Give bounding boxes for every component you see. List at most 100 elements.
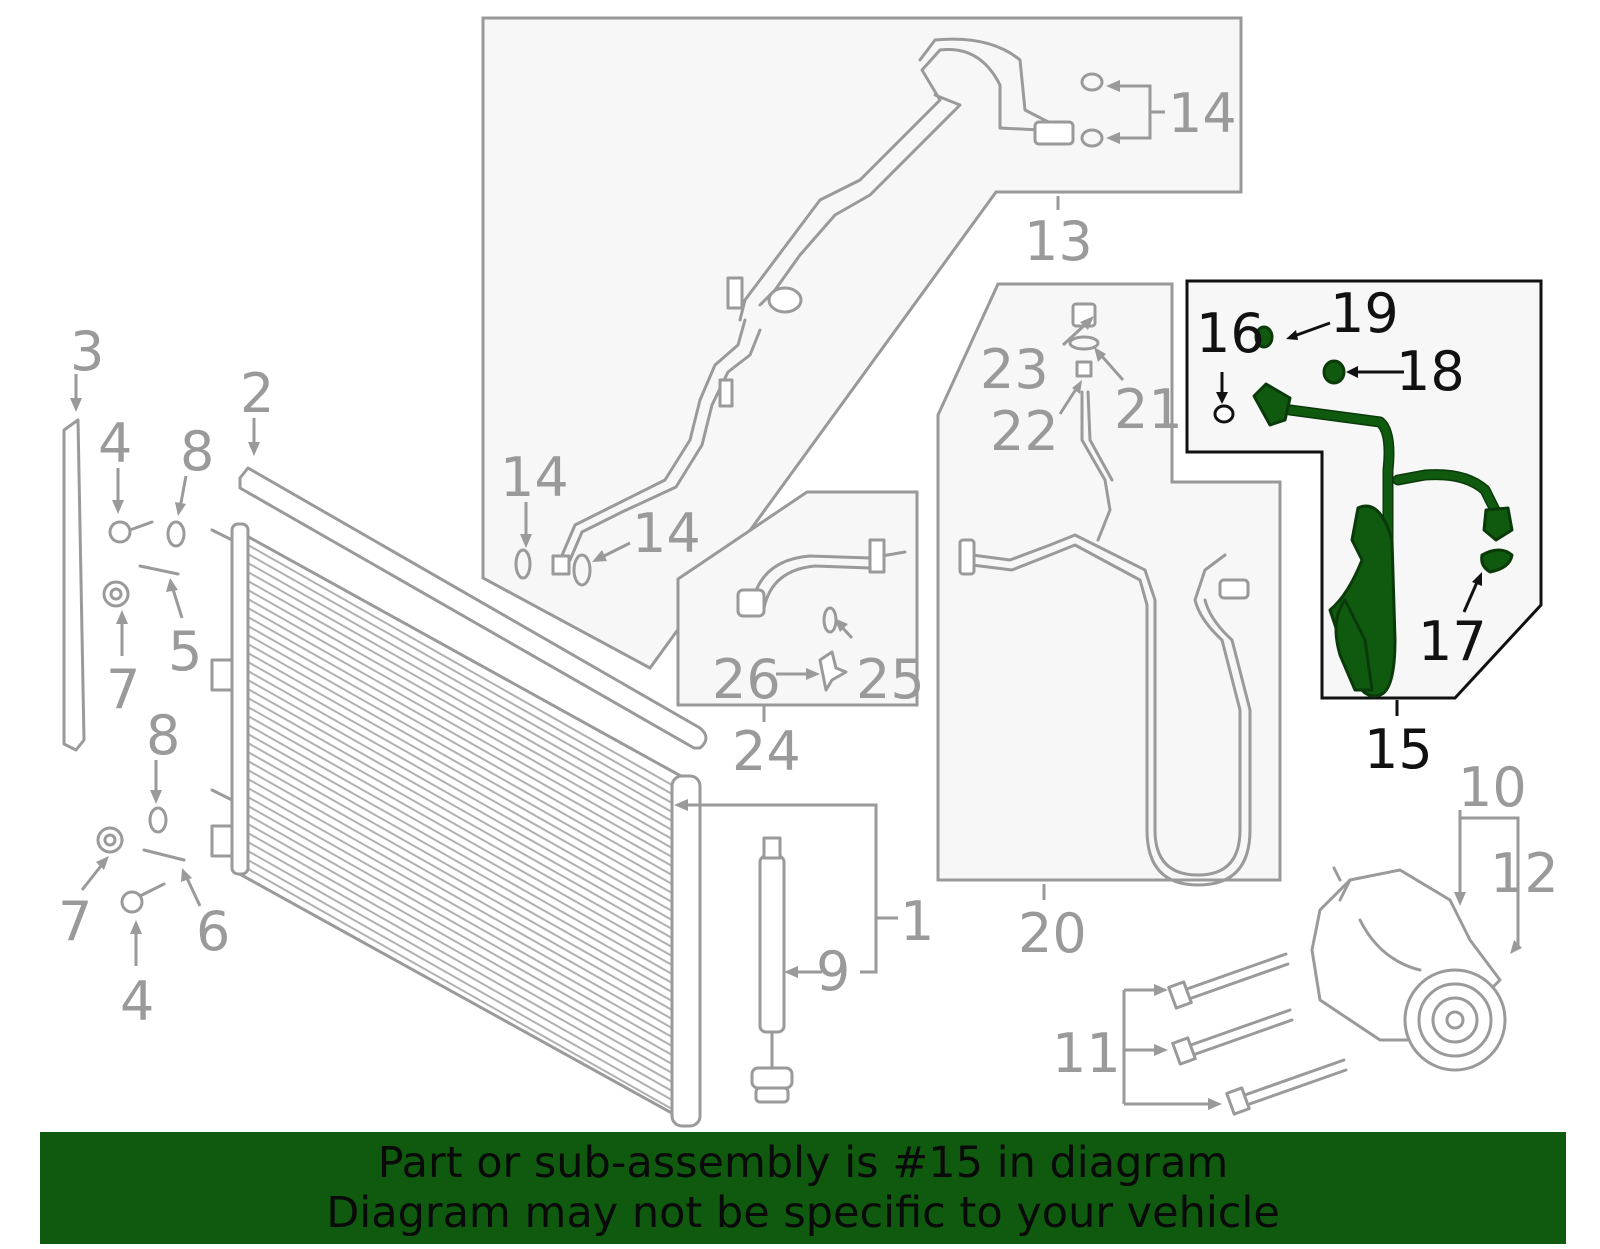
o-ring-8-lower [148,806,168,834]
condenser-fin [247,760,673,1002]
callout-23: 23 [980,338,1049,401]
callout-8-lower: 8 [146,704,180,767]
banner-line-1: Part or sub-assembly is #15 in diagram [377,1138,1229,1188]
callout-15: 15 [1364,718,1433,781]
callout-2: 2 [240,362,274,425]
condenser-fin [247,544,673,786]
condenser-fin [247,553,673,795]
o-ring-8-upper [166,520,186,548]
callout-4-upper: 4 [98,412,132,475]
o-ring-14-b [1080,128,1104,148]
callout-13: 13 [1024,210,1093,273]
condenser-fin [247,832,673,1074]
callout-5: 5 [168,620,202,683]
o-ring-14-a [1080,72,1104,92]
valve-core-22 [1075,360,1093,378]
condenser-fin [247,634,673,876]
o-ring-14-d [572,553,592,587]
callout-8-upper: 8 [180,420,214,483]
condenser-fin [247,589,673,831]
seal-21 [1068,335,1100,351]
callout-14-upper: 14 [1168,82,1237,145]
part-13-ac-line [551,37,1075,576]
condenser-fin [247,643,673,885]
callout-3: 3 [70,320,104,383]
callout-12: 12 [1490,842,1559,905]
condenser-fin [247,562,673,804]
condenser-fin [247,715,673,957]
group-box-24 [676,490,919,707]
condenser-fin [247,778,673,1020]
part-24-fitting-line [736,538,907,618]
cap-19 [1254,325,1274,349]
condenser-fin [247,616,673,858]
o-ring-14-c [514,548,532,580]
info-banner: Part or sub-assembly is #15 in diagram D… [40,1132,1566,1244]
part-20-ac-line [958,302,1252,887]
callout-22: 22 [990,400,1059,463]
condenser-fin [247,607,673,849]
banner-line-2: Diagram may not be specific to your vehi… [326,1188,1280,1238]
receiver-drier-9 [750,836,794,1104]
nut-7-lower [96,826,124,854]
condenser-fin [247,571,673,813]
callout-18: 18 [1396,340,1465,403]
callout-16: 16 [1196,302,1265,365]
callout-1: 1 [900,890,934,953]
bolts-11 [1167,952,1348,1116]
pin-6 [142,848,186,862]
side-seal-3 [62,418,86,752]
callout-7-lower: 7 [58,890,92,953]
callout-14-left: 14 [500,446,569,509]
valve-26 [818,650,848,692]
group-box-20 [936,282,1282,882]
condenser-fin [247,679,673,921]
callout-20: 20 [1018,902,1087,965]
condenser-fin [247,868,673,1110]
cap-18 [1322,359,1346,385]
bolt-4-lower [120,882,166,914]
callout-25: 25 [856,648,925,711]
condenser-fin [247,661,673,903]
condenser-fin [247,850,673,1092]
nut-7-upper [102,580,130,608]
condenser-fin [247,805,673,1047]
group-box-15-highlighted [1185,279,1543,700]
condenser-fin [247,814,673,1056]
callout-17: 17 [1418,610,1487,673]
condenser-fin [247,796,673,1038]
condenser-fin [247,823,673,1065]
condenser-fin [247,742,673,984]
condenser-fin [247,688,673,930]
pin-5 [138,564,180,576]
callout-19: 19 [1330,282,1399,345]
callout-21: 21 [1114,378,1183,441]
condenser-fin [247,580,673,822]
callout-6: 6 [196,900,230,963]
condenser-fin [247,769,673,1011]
bolt-4-upper [108,520,154,544]
condenser-1 [210,522,702,1128]
callout-24: 24 [732,720,801,783]
condenser-fin [247,652,673,894]
gasket-17 [1480,548,1514,574]
line-fitting [1033,120,1075,146]
condenser-fin [247,751,673,993]
callout-11: 11 [1052,1022,1121,1085]
group-box-13 [481,16,1243,670]
condenser-fin [247,724,673,966]
callout-10: 10 [1458,756,1527,819]
condenser-fin [247,697,673,939]
o-ring-16 [1213,404,1235,424]
callout-9: 9 [816,940,850,1003]
callout-26: 26 [712,648,781,711]
condenser-fin [247,625,673,867]
part-15-ac-hose-assembly-highlighted [1252,382,1514,698]
condenser-fin [247,859,673,1101]
condenser-fin [247,841,673,1083]
condenser-fin [247,706,673,948]
condenser-fin [247,733,673,975]
condenser-fin [247,787,673,1029]
seal-strip-2 [238,466,708,750]
